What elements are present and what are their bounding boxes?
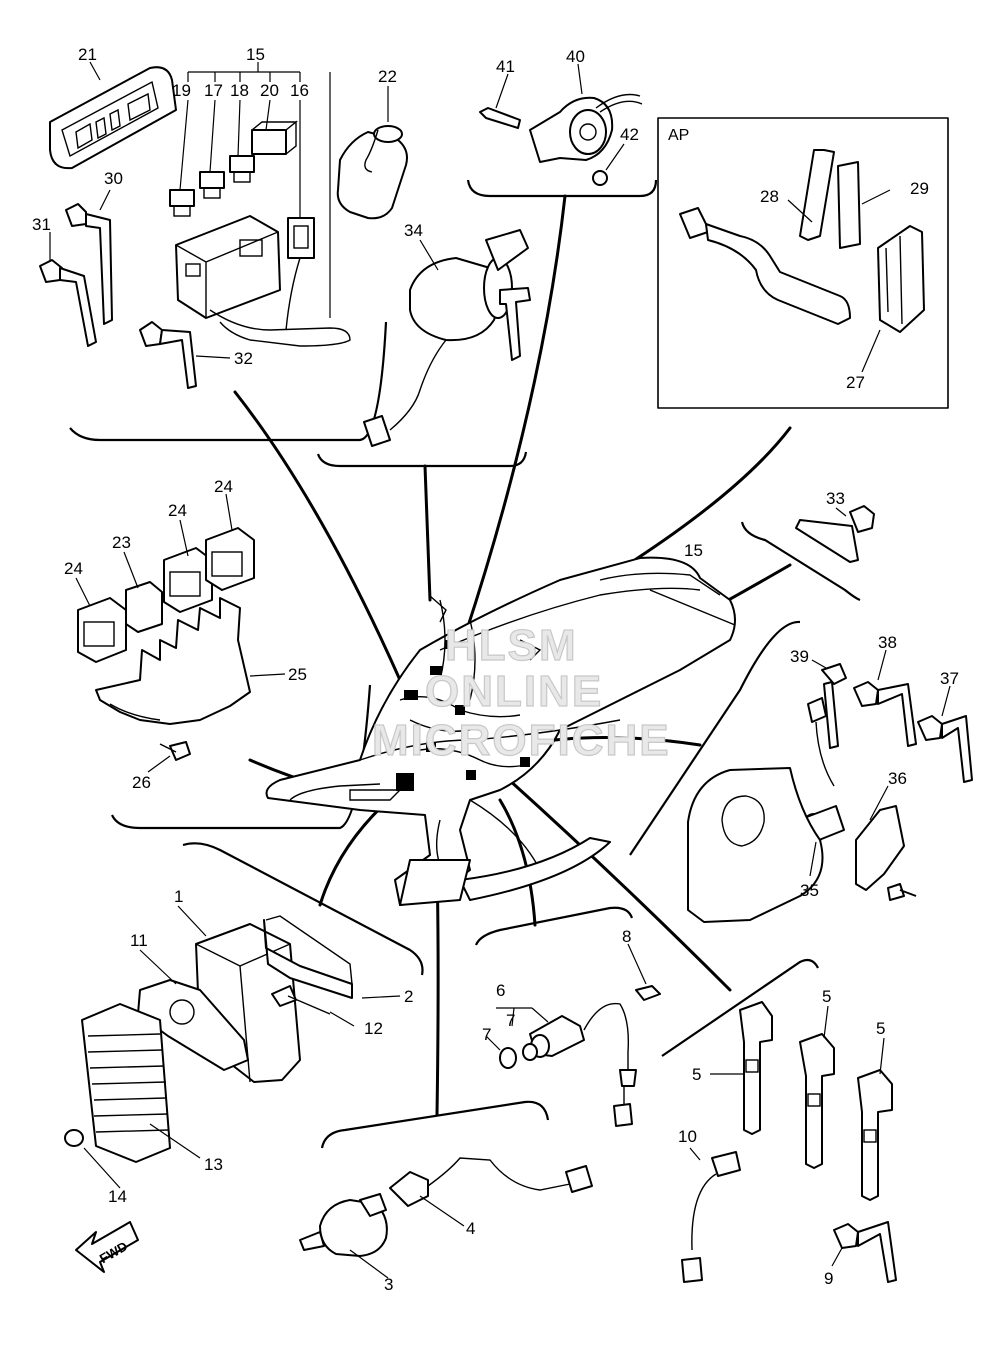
watercraft-hull xyxy=(265,556,736,906)
label-17: 17 xyxy=(204,81,223,100)
switch-panel-21 xyxy=(49,66,177,170)
relay-24-left xyxy=(77,597,127,663)
fwd-arrow: FWD xyxy=(75,1221,139,1273)
label-36: 36 xyxy=(888,769,907,788)
label-35: 35 xyxy=(800,881,819,900)
ignition-coil-5-b xyxy=(799,1033,835,1169)
label-15-a: 15 xyxy=(246,45,265,64)
watermark: HLSM ONLINE MICROFICHE xyxy=(371,620,671,765)
cable-clip-32 xyxy=(139,321,197,389)
label-24-c: 24 xyxy=(214,477,233,496)
label-6: 6 xyxy=(496,981,505,1000)
label-5-a: 5 xyxy=(692,1065,701,1084)
label-15-b: 15 xyxy=(684,541,703,560)
label-41: 41 xyxy=(496,57,515,76)
main-switch-34 xyxy=(363,229,531,447)
ecu-group xyxy=(64,905,401,1189)
label-10: 10 xyxy=(678,1127,697,1146)
ignition-coil-5-a xyxy=(739,1001,773,1135)
right-parts-group xyxy=(687,505,973,923)
label-26: 26 xyxy=(132,773,151,792)
label-19: 19 xyxy=(172,81,191,100)
label-3: 3 xyxy=(384,1275,393,1294)
cable-clip-9 xyxy=(833,1221,897,1283)
label-14: 14 xyxy=(108,1187,127,1206)
label-31: 31 xyxy=(32,215,51,234)
label-22: 22 xyxy=(378,67,397,86)
label-1: 1 xyxy=(174,887,183,906)
label-2: 2 xyxy=(404,987,413,1006)
label-30: 30 xyxy=(104,169,123,188)
part-labels: 1 2 3 4 5 5 5 6 7 7 8 9 10 11 12 13 14 1… xyxy=(32,45,959,1294)
label-20: 20 xyxy=(260,81,279,100)
watermark-line-1: HLSM xyxy=(445,621,578,670)
bolt-12 xyxy=(271,985,331,1015)
label-18: 18 xyxy=(230,81,249,100)
label-24-b: 24 xyxy=(168,501,187,520)
label-7-b: 7 xyxy=(506,1011,515,1030)
fuse-18 xyxy=(229,155,255,183)
label-5-b: 5 xyxy=(822,987,831,1006)
label-13: 13 xyxy=(204,1155,223,1174)
regulator-13 xyxy=(81,1003,171,1163)
relay-24-right xyxy=(205,527,255,591)
label-32: 32 xyxy=(234,349,253,368)
fuse-17 xyxy=(199,171,225,199)
fuse-box-group xyxy=(39,61,351,389)
cable-clip-38 xyxy=(853,681,917,747)
fuse-box-body xyxy=(175,215,351,347)
label-5-c: 5 xyxy=(876,1019,885,1038)
holder-2 xyxy=(263,915,353,999)
label-25: 25 xyxy=(288,665,307,684)
label-33: 33 xyxy=(826,489,845,508)
cable-clip-37 xyxy=(917,715,973,783)
label-11: 11 xyxy=(130,931,148,950)
ap-box: AP xyxy=(657,117,949,409)
watermark-line-3: MICROFICHE xyxy=(372,716,671,765)
label-38: 38 xyxy=(878,633,897,652)
label-16: 16 xyxy=(290,81,309,100)
relay-bracket-25 xyxy=(95,597,251,725)
label-24-a: 24 xyxy=(64,559,83,578)
sender-22 xyxy=(336,86,408,220)
nut-14 xyxy=(64,1129,84,1147)
cable-clip-30 xyxy=(65,203,113,325)
label-40: 40 xyxy=(566,47,585,66)
bracket-36 xyxy=(687,767,917,923)
label-37: 37 xyxy=(940,669,959,688)
sensor-40 xyxy=(479,63,643,186)
cable-tie-39 xyxy=(821,663,847,749)
sensor-group-6-8 xyxy=(485,943,661,1127)
label-8: 8 xyxy=(622,927,631,946)
label-29: 29 xyxy=(910,179,929,198)
label-23: 23 xyxy=(112,533,131,552)
cable-clip-33 xyxy=(795,505,875,563)
label-34: 34 xyxy=(404,221,423,240)
pressure-switch-3 xyxy=(299,1193,389,1279)
label-7-a: 7 xyxy=(482,1025,491,1044)
connector-16 xyxy=(285,217,315,331)
wire-10 xyxy=(681,1151,741,1283)
label-27: 27 xyxy=(846,373,865,392)
relay-20 xyxy=(251,120,298,155)
label-21: 21 xyxy=(78,45,97,64)
label-9: 9 xyxy=(824,1269,833,1288)
watermark-line-2: ONLINE xyxy=(425,667,603,716)
relay-24-mid xyxy=(163,547,213,613)
fuse-19 xyxy=(169,189,195,217)
label-4: 4 xyxy=(466,1219,475,1238)
label-39: 39 xyxy=(790,647,809,666)
callout-lines xyxy=(69,179,861,1149)
cable-clip-31 xyxy=(39,259,97,347)
relay-group xyxy=(75,493,286,773)
label-12: 12 xyxy=(364,1019,383,1038)
label-28: 28 xyxy=(760,187,779,206)
ignition-coil-5-c xyxy=(857,1069,893,1201)
label-42: 42 xyxy=(620,125,639,144)
bolt-26 xyxy=(159,741,191,761)
harness-4 xyxy=(389,1157,593,1227)
ap-box-label: AP xyxy=(668,127,689,144)
relay-23 xyxy=(125,581,163,633)
